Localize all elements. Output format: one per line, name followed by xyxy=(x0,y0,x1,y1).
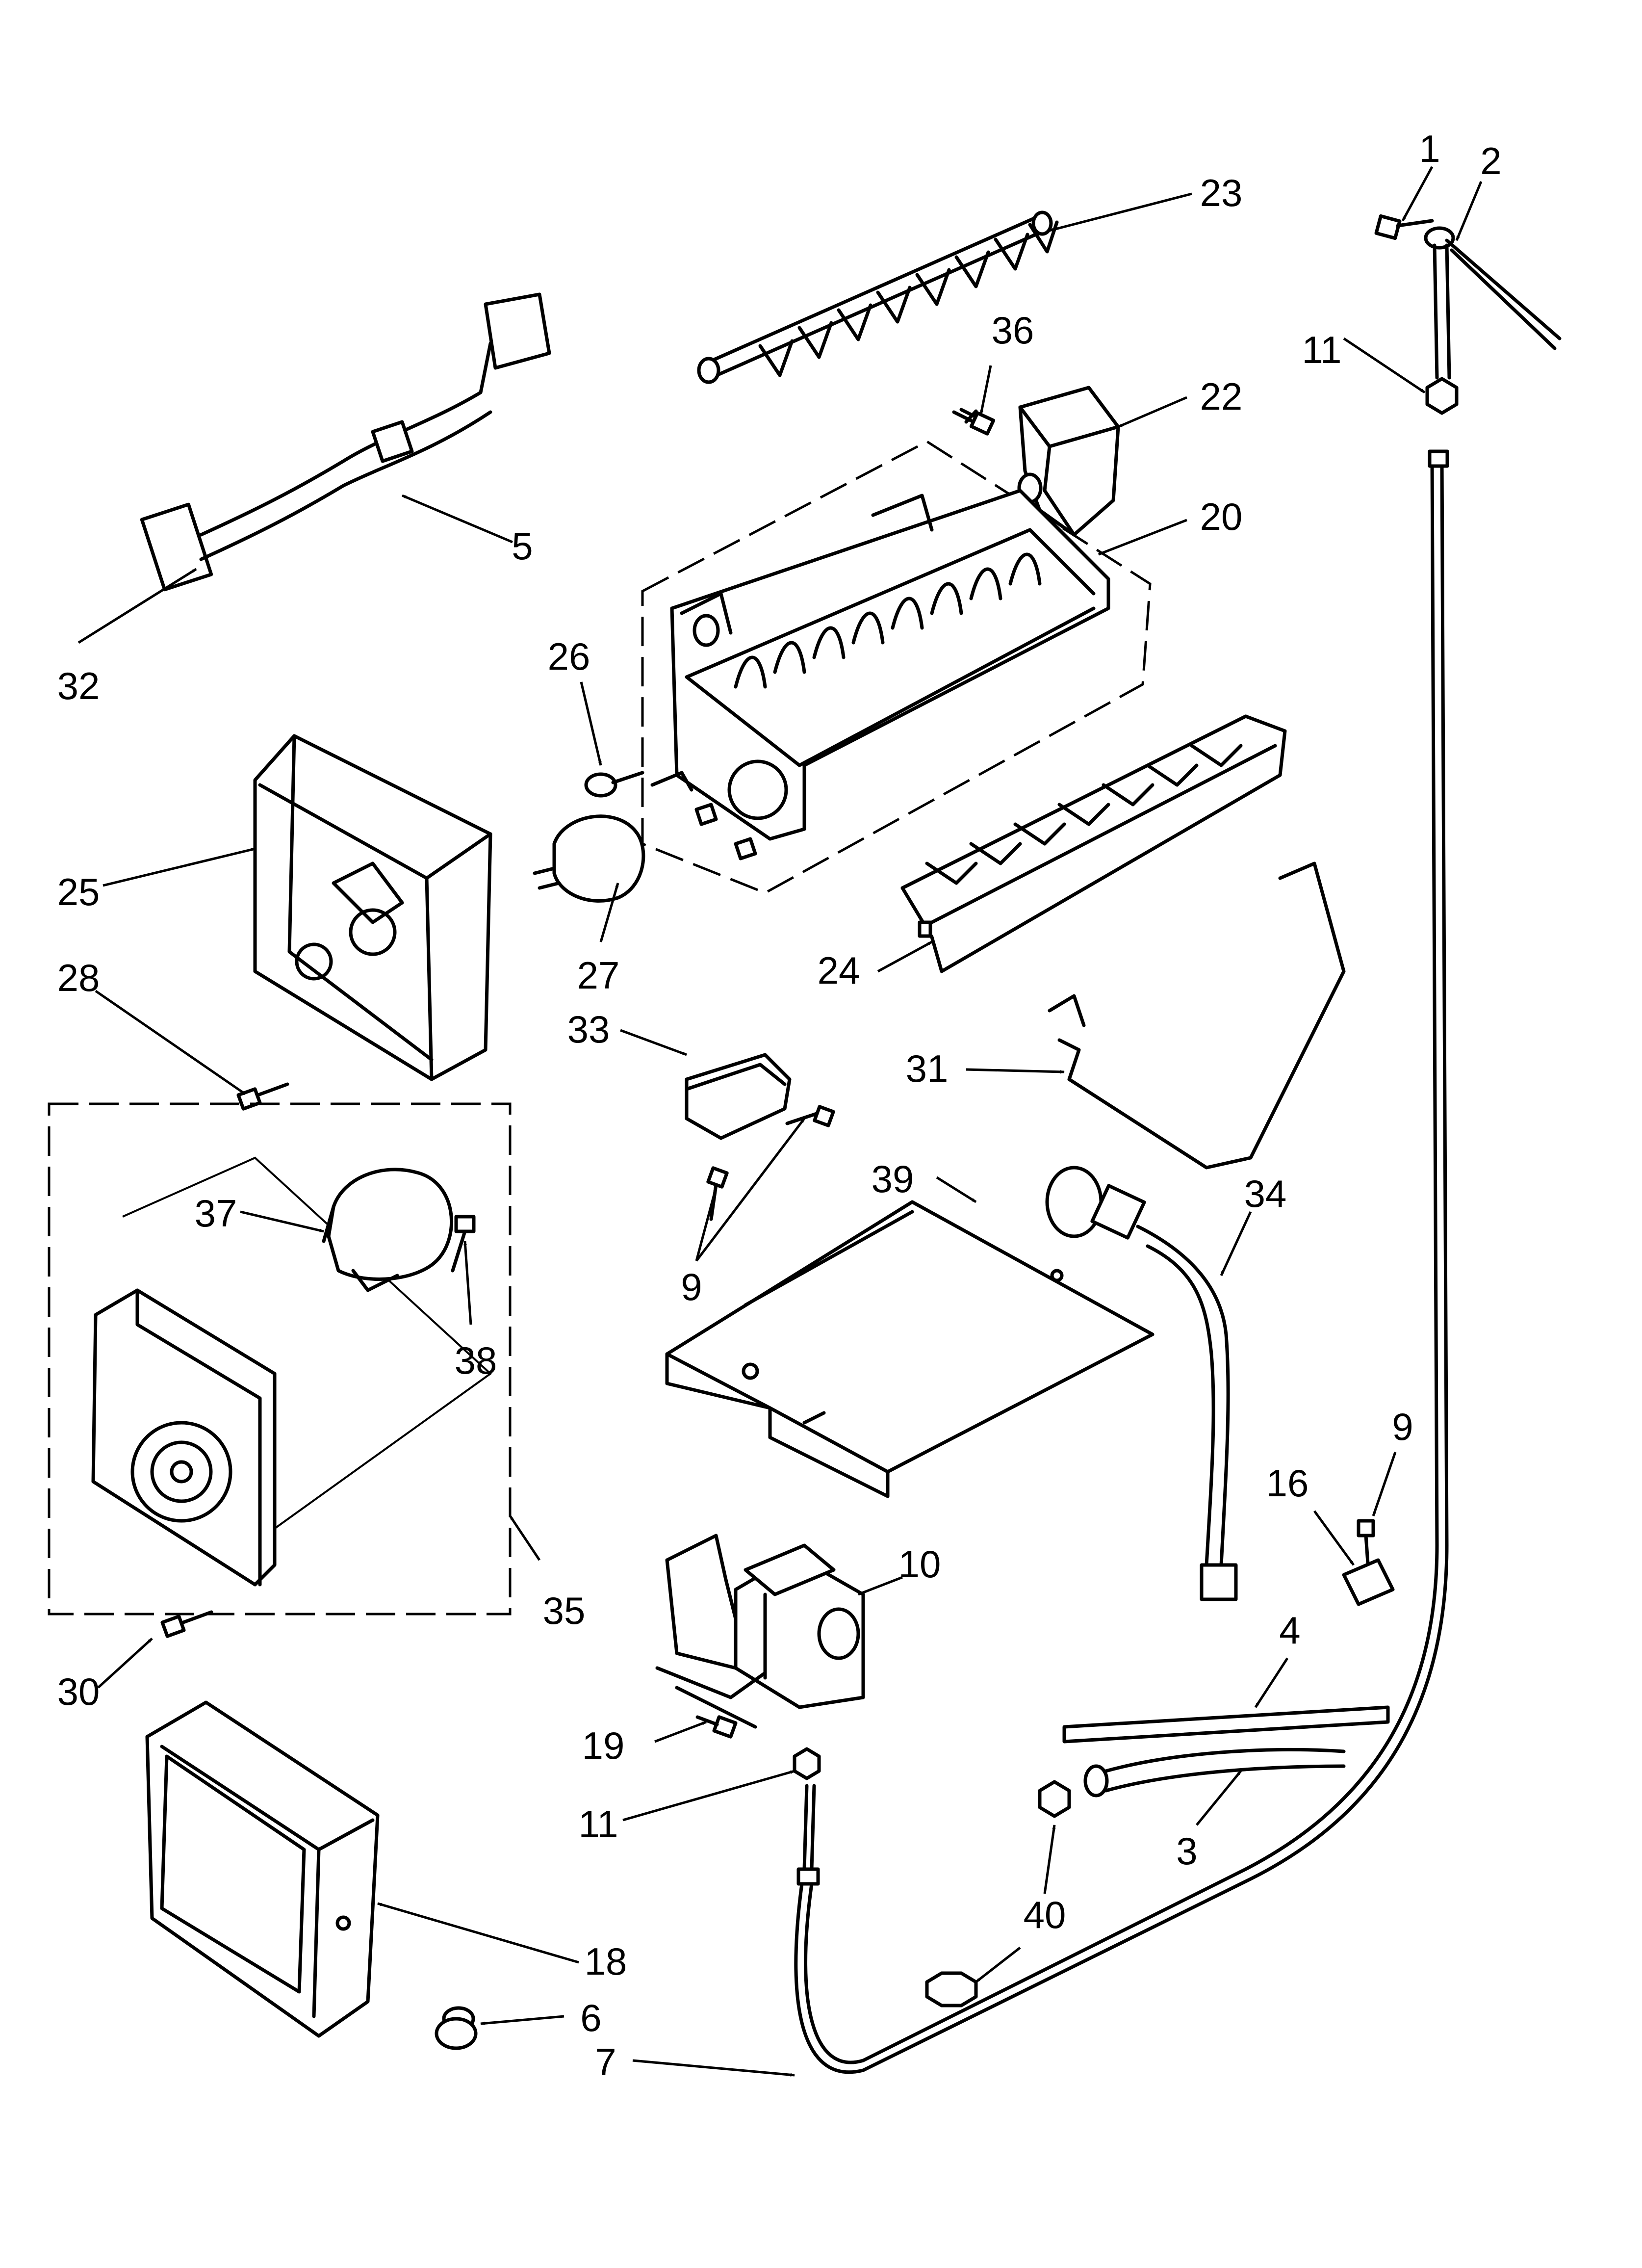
callout-16: 16 xyxy=(1266,1461,1309,1505)
part-35-motor-assembly xyxy=(48,1102,512,1616)
callout-23: 23 xyxy=(1200,171,1243,214)
callout-11-bottom: 11 xyxy=(579,1802,618,1846)
callout-9-right: 9 xyxy=(1392,1405,1413,1448)
callout-26: 26 xyxy=(548,635,590,678)
part-33-cover xyxy=(685,1053,835,1221)
callout-35: 35 xyxy=(543,1589,586,1632)
callout-6: 6 xyxy=(580,1996,601,2039)
callout-3: 3 xyxy=(1176,1829,1197,1873)
callout-34: 34 xyxy=(1244,1172,1287,1215)
callout-24: 24 xyxy=(818,949,860,992)
callout-11-top: 11 xyxy=(1302,328,1342,371)
callout-1: 1 xyxy=(1419,127,1440,170)
part-3-4-40-tubes xyxy=(925,1705,1390,2007)
part-16-clip xyxy=(1342,1519,1395,1606)
callout-28: 28 xyxy=(57,956,100,999)
part-19-screw xyxy=(695,1715,738,1739)
callout-labels: 1 2 23 36 11 22 20 5 32 26 25 27 24 28 3… xyxy=(57,127,1502,2084)
callout-9-left: 9 xyxy=(681,1265,702,1308)
callout-5: 5 xyxy=(512,524,533,568)
callout-4: 4 xyxy=(1279,1609,1300,1652)
part-32-5-wire-harness xyxy=(140,292,551,592)
callout-36: 36 xyxy=(992,309,1034,352)
callout-25: 25 xyxy=(57,870,100,913)
callout-38: 38 xyxy=(455,1339,497,1382)
callout-39: 39 xyxy=(872,1157,914,1200)
part-10-valve xyxy=(655,1534,865,1729)
part-36-screw xyxy=(952,408,996,436)
part-18-cover xyxy=(145,1700,380,2038)
callout-10: 10 xyxy=(898,1542,941,1586)
part-25-housing xyxy=(253,734,492,1081)
part-1-2-fill-tube xyxy=(1374,214,1562,415)
callout-27: 27 xyxy=(577,954,620,997)
callout-2: 2 xyxy=(1480,139,1501,182)
callout-32: 32 xyxy=(57,664,100,707)
part-26-27-thermostat xyxy=(533,771,757,903)
part-34-water-line xyxy=(1045,1166,1238,1601)
leader-lines xyxy=(77,166,1483,2077)
part-31-shutoff-arm xyxy=(1048,861,1346,1170)
callout-18: 18 xyxy=(585,1940,627,1983)
part-7-tube xyxy=(794,449,1449,2074)
part-39-bracket xyxy=(665,1200,1155,1498)
part-30-screw xyxy=(160,1610,213,1638)
part-23-ejector xyxy=(697,210,1059,384)
part-11-nut-lower xyxy=(793,1747,821,1886)
callout-7: 7 xyxy=(595,2040,616,2084)
callout-19: 19 xyxy=(582,1724,625,1767)
part-24-stripper xyxy=(900,714,1287,973)
callout-30: 30 xyxy=(57,1670,100,1713)
callout-22: 22 xyxy=(1200,375,1243,418)
part-6-plug xyxy=(435,2006,478,2050)
callout-20: 20 xyxy=(1200,495,1243,538)
callout-33: 33 xyxy=(567,1008,610,1051)
callout-31: 31 xyxy=(906,1047,949,1090)
part-20-mold xyxy=(641,440,1152,894)
callout-40: 40 xyxy=(1024,1893,1066,1936)
callout-37: 37 xyxy=(195,1192,237,1235)
